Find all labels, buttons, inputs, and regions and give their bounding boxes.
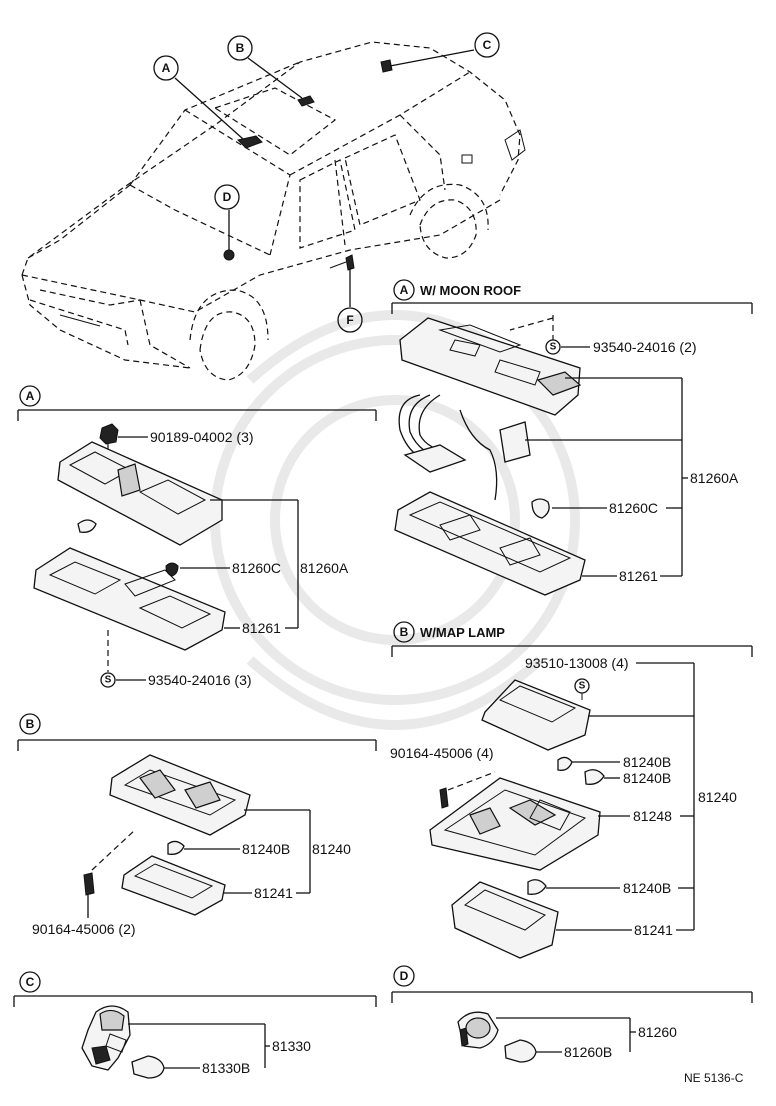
part-number-bulb: 81260C: [609, 500, 658, 516]
callout-f-car: F: [337, 307, 363, 333]
car-lamp-markers: [223, 59, 393, 271]
svg-text:S: S: [579, 681, 586, 692]
bulb-icon: [557, 756, 573, 771]
section-title: W/ MOON ROOF: [420, 283, 521, 298]
section-c: C 81330 81330B: [13, 971, 377, 1079]
part-number-assy: 81240: [698, 789, 737, 805]
part-number-assy: 81260A: [300, 560, 349, 576]
section-letter: B: [26, 717, 35, 731]
svg-text:B: B: [236, 41, 245, 55]
small-bulb-icon: [77, 519, 97, 533]
section-d: D 81260 81260B: [391, 965, 753, 1063]
section-letter: D: [400, 969, 409, 983]
screw-icon: [83, 872, 95, 896]
svg-text:F: F: [346, 313, 353, 327]
section-title: W/MAP LAMP: [420, 625, 505, 640]
part-number-clip: 93540-24016 (2): [593, 339, 697, 355]
part-number-screw: 90164-45006 (2): [32, 921, 136, 937]
part-number-assy: 81260: [638, 1024, 677, 1040]
part-number-bulb-1: 81240B: [623, 754, 671, 770]
part-number-assy: 81240: [312, 841, 351, 857]
screw-icon: [439, 787, 449, 809]
part-number-bulb: 81260B: [564, 1044, 612, 1060]
bulb-icon: [167, 840, 185, 855]
map-lamp-lens: [451, 881, 559, 959]
part-number-lens: 81261: [619, 568, 658, 584]
bulb-icon: [527, 879, 547, 895]
part-number-bulb: 81330B: [202, 1060, 250, 1076]
section-a: A S 90189-04002 (3) 81260C 81260A 8126: [17, 385, 377, 688]
bulb-icon: [531, 498, 550, 519]
dome-lamp-lens: [33, 547, 226, 651]
part-number-lens: 81241: [254, 885, 293, 901]
part-number-bulb: 81260C: [232, 560, 281, 576]
callout-d-car: D: [214, 184, 240, 210]
vanity-lamp-lens: [121, 855, 226, 916]
callout-b-car: B: [227, 35, 253, 61]
part-number-bulb-2: 81240B: [623, 770, 671, 786]
dome-lamp-housing: [57, 441, 223, 546]
section-letter: C: [26, 975, 35, 989]
section-letter: B: [400, 625, 409, 639]
map-lamp-housing: [429, 777, 601, 871]
callout-c-car: C: [474, 32, 500, 58]
car-illustration: [21, 41, 526, 381]
svg-text:S: S: [105, 675, 112, 686]
bulb-icon: [165, 562, 179, 577]
bulb-icon: [504, 1039, 537, 1063]
vanity-lamp-housing: [109, 754, 251, 836]
callout-a-car: A: [153, 55, 179, 81]
part-number-screw: 90164-45006 (4): [390, 745, 494, 761]
part-number-housing: 81248: [633, 808, 672, 824]
svg-text:S: S: [550, 342, 557, 353]
figure-code: NE 5136-C: [684, 1071, 744, 1085]
part-number-bulb-3: 81240B: [623, 880, 671, 896]
clip-icon: [99, 423, 119, 445]
part-number-clip: 90189-04002 (3): [150, 429, 254, 445]
svg-text:D: D: [223, 190, 232, 204]
section-letter: A: [26, 389, 35, 403]
part-number-screw: 93540-24016 (3): [148, 672, 252, 688]
bulb-icon: [584, 769, 605, 785]
part-number-bulb: 81240B: [242, 841, 290, 857]
svg-text:A: A: [162, 61, 171, 75]
car-callout-leaders: [174, 49, 475, 307]
part-number-assy: 81260A: [690, 470, 739, 486]
dome-lamp-lens: [394, 491, 586, 596]
section-b-map-lamp: B W/MAP LAMP S 93510-13008 (4) 9: [390, 621, 753, 959]
section-letter: A: [400, 283, 409, 297]
wire-connector: [403, 444, 467, 473]
background-watermark: [210, 310, 580, 730]
part-number-assy: 81330: [272, 1038, 311, 1054]
part-number-lens: 81261: [242, 620, 281, 636]
bulb-icon: [131, 1055, 165, 1079]
dome-lamp-housing: [399, 317, 581, 416]
part-number-screw-s: 93510-13008 (4): [525, 655, 629, 671]
section-a-moon-roof: A W/ MOON ROOF S 93540-24016 (2): [391, 279, 753, 596]
part-number-lens: 81241: [634, 922, 673, 938]
section-b: B 81240B 81240 81241 90164-45006 (2): [17, 713, 377, 937]
svg-text:C: C: [483, 38, 492, 52]
